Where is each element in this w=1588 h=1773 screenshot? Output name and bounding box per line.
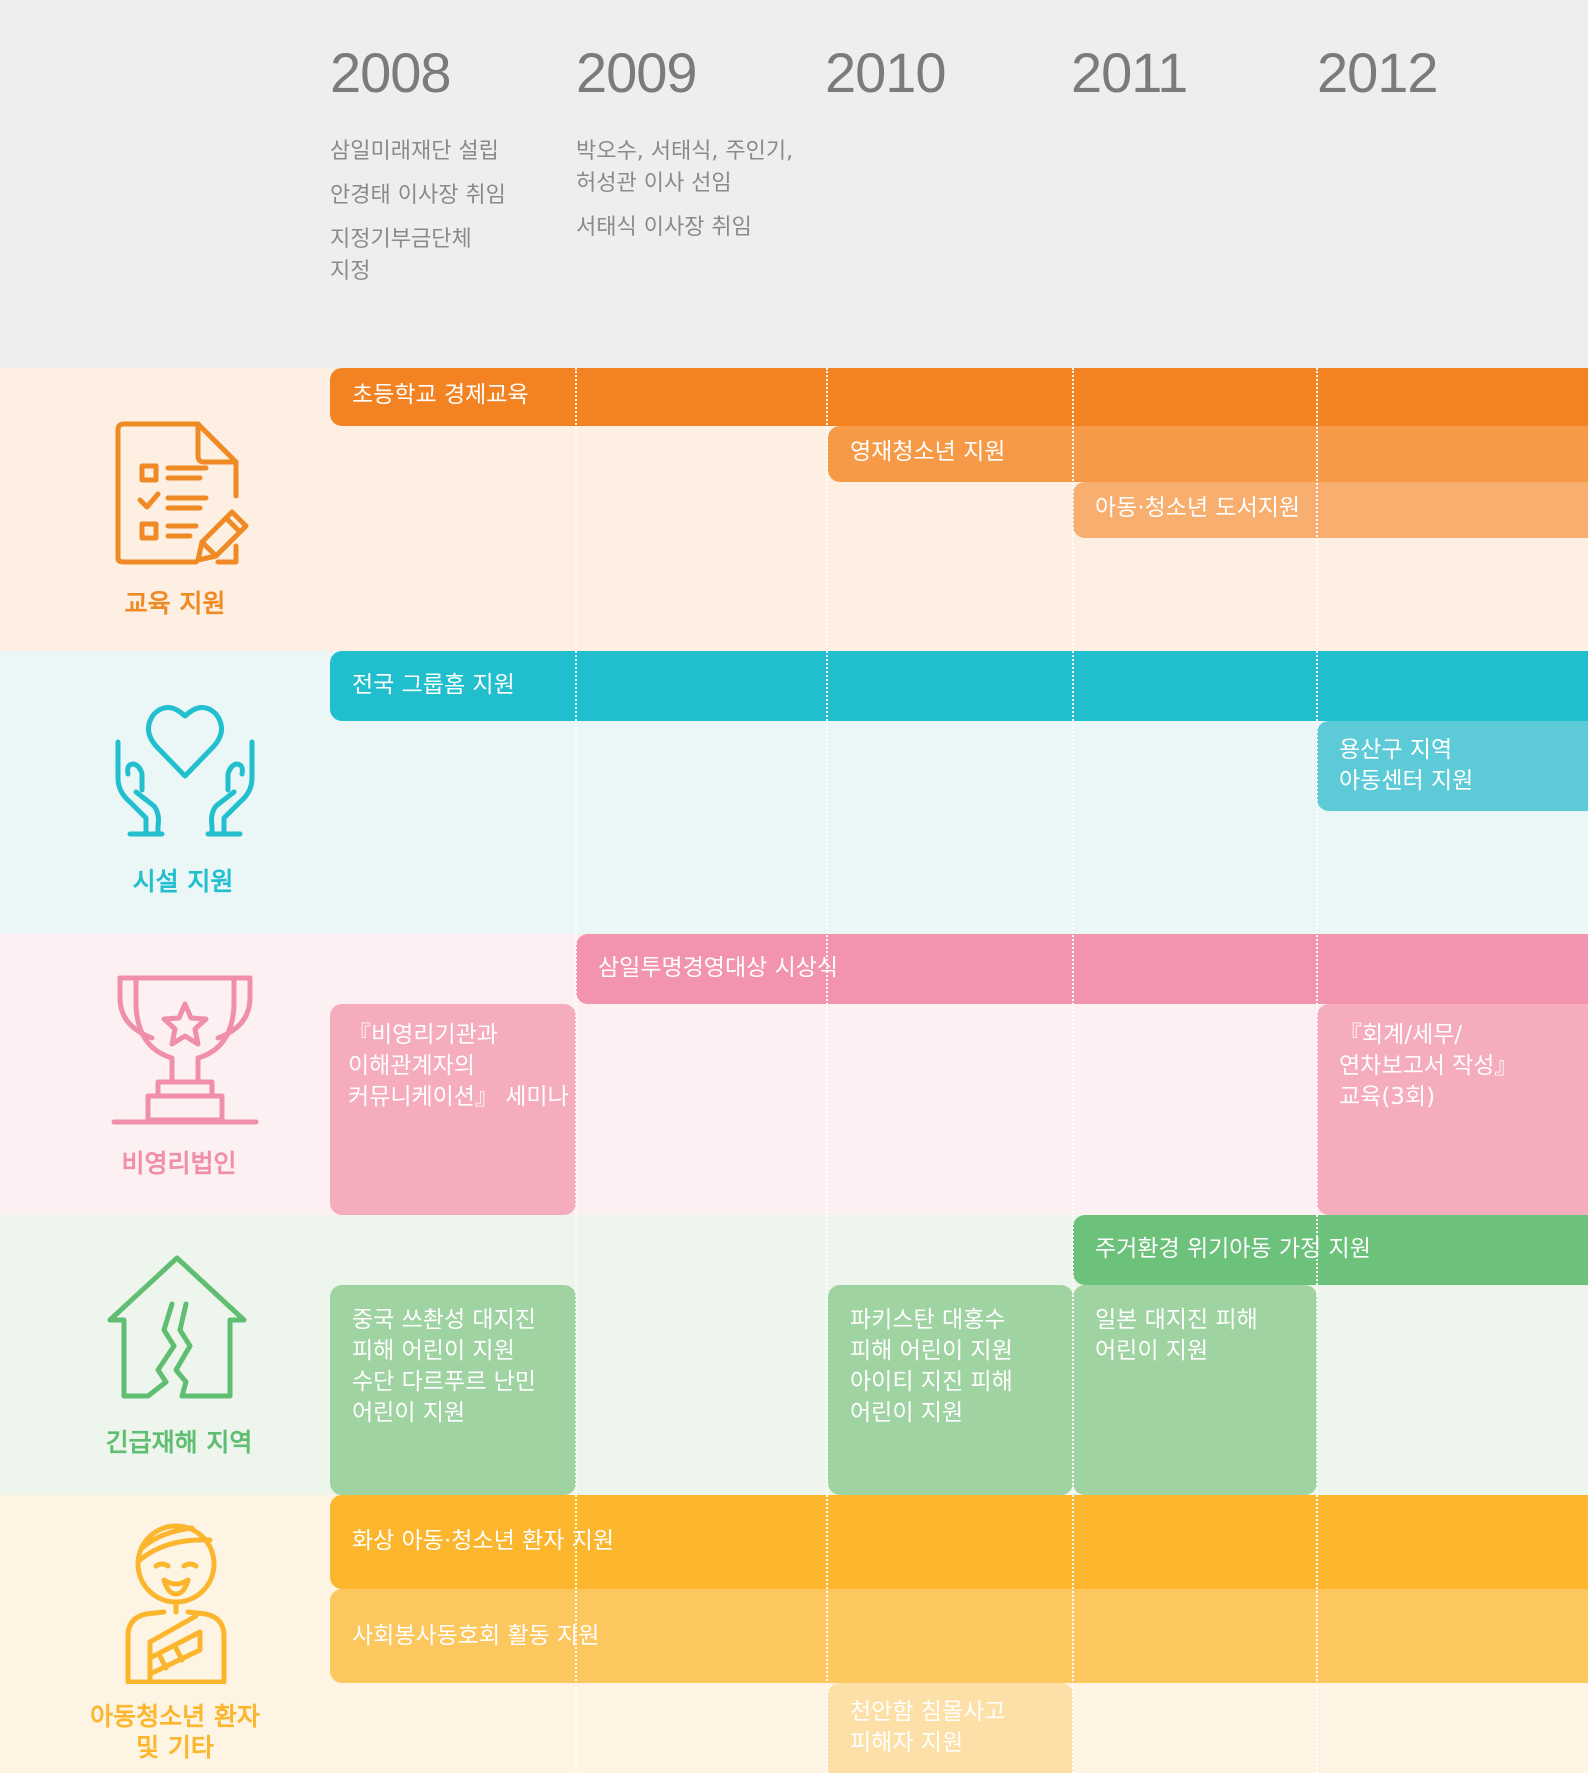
category-education-label: 교육 지원 bbox=[124, 589, 226, 618]
category-nonprofit-label: 비영리법인 bbox=[121, 1149, 237, 1178]
category-youth-label: 아동청소년 환자 및 기타 bbox=[90, 1702, 260, 1762]
program-nonprofit-seminar: 『비영리기관과 이해관계자의 커뮤니케이션』 세미나 bbox=[330, 1004, 576, 1215]
event-designation: 지정기부금단체 지정 bbox=[330, 227, 472, 284]
program-book-support: 아동·청소년 도서지원 bbox=[1073, 482, 1588, 538]
program-transparency-award: 삼일투명경영대상 시상식 bbox=[576, 934, 1588, 1004]
year-2012: 2012 bbox=[1317, 41, 1439, 104]
program-yongsan-center: 용산구 지역 아동센터 지원 bbox=[1317, 721, 1588, 811]
checklist-pencil-icon bbox=[115, 421, 249, 565]
program-elementary-econ: 초등학교 경제교육 bbox=[330, 368, 1588, 426]
program-burn-patients: 화상 아동·청소년 환자 지원 bbox=[330, 1495, 1588, 1589]
event-chairman-2009: 서태식 이사장 취임 bbox=[576, 215, 752, 240]
event-chairman-2008: 안경태 이사장 취임 bbox=[330, 183, 506, 208]
category-facility-label: 시설 지원 bbox=[132, 867, 234, 896]
bandaged-child-icon bbox=[125, 1523, 227, 1684]
divider-2010 bbox=[826, 368, 828, 1773]
year-2009: 2009 bbox=[576, 41, 698, 104]
category-disaster-label: 긴급재해 지역 bbox=[105, 1428, 253, 1457]
divider-2012 bbox=[1316, 368, 1318, 1773]
program-pakistan-haiti: 파키스탄 대홍수 피해 어린이 지원 아이티 지진 피해 어린이 지원 bbox=[828, 1285, 1073, 1495]
divider-2011 bbox=[1072, 368, 1074, 1773]
program-japan-quake: 일본 대지진 피해 어린이 지원 bbox=[1073, 1285, 1317, 1495]
program-gifted-youth: 영재청소년 지원 bbox=[828, 426, 1588, 482]
divider-2009 bbox=[575, 368, 577, 1773]
year-2008: 2008 bbox=[330, 41, 452, 104]
program-volunteer-club: 사회봉사동호회 활동 지원 bbox=[330, 1589, 1588, 1683]
heart-hands-icon bbox=[115, 705, 255, 837]
year-2010: 2010 bbox=[825, 41, 947, 104]
program-group-home: 전국 그룹홈 지원 bbox=[330, 651, 1588, 721]
header-band bbox=[0, 0, 1588, 368]
event-directors-2009: 박오수, 서태식, 주인기, 허성관 이사 선임 bbox=[576, 139, 794, 196]
program-housing-crisis: 주거환경 위기아동 가정 지원 bbox=[1073, 1215, 1588, 1285]
year-2011: 2011 bbox=[1071, 41, 1188, 104]
trophy-star-icon bbox=[111, 975, 259, 1125]
cracked-house-icon bbox=[107, 1255, 247, 1399]
program-cheonan-victims: 천안함 침몰사고 피해자 지원 bbox=[828, 1683, 1073, 1773]
program-sichuan-darfur: 중국 쓰촨성 대지진 피해 어린이 지원 수단 다르푸르 난민 어린이 지원 bbox=[330, 1285, 576, 1495]
event-foundation: 삼일미래재단 설립 bbox=[330, 139, 499, 164]
program-accounting-education: 『회계/세무/ 연차보고서 작성』 교육(3회) bbox=[1317, 1004, 1588, 1215]
